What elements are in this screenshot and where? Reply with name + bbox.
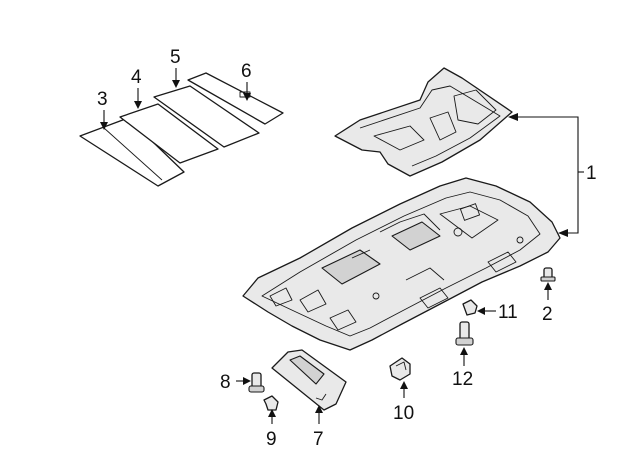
leader-3 xyxy=(100,110,108,130)
callout-9: 9 xyxy=(266,429,277,450)
clip-9 xyxy=(263,395,279,411)
callout-6: 6 xyxy=(241,61,252,82)
leader-10 xyxy=(400,381,408,398)
callout-2: 2 xyxy=(542,304,553,325)
leader-7 xyxy=(315,405,323,424)
clip-11 xyxy=(462,299,478,316)
leader-5 xyxy=(172,68,180,88)
callout-8: 8 xyxy=(220,372,231,393)
screw-8 xyxy=(248,372,265,393)
leader-12 xyxy=(460,347,468,366)
leader-9 xyxy=(268,409,276,424)
leader-6 xyxy=(243,82,251,101)
callout-3: 3 xyxy=(97,89,108,110)
callout-11: 11 xyxy=(498,302,518,323)
pad-4 xyxy=(119,103,219,164)
screw-12 xyxy=(455,321,474,346)
headliner-insulator xyxy=(334,67,513,177)
retainer-2 xyxy=(540,267,556,282)
headliner-panel xyxy=(242,177,561,351)
callout-10: 10 xyxy=(393,403,414,424)
callout-7: 7 xyxy=(313,429,324,450)
leader-4 xyxy=(134,88,142,109)
leader-8 xyxy=(236,377,251,385)
sun-visor xyxy=(271,349,347,411)
callout-1: 1 xyxy=(586,163,597,184)
leader-11 xyxy=(477,307,496,315)
leader-1 xyxy=(508,113,584,237)
bracket-10 xyxy=(389,357,411,381)
leader-2 xyxy=(544,282,552,300)
pad-5 xyxy=(153,85,260,148)
callout-4: 4 xyxy=(131,67,142,88)
pad-3 xyxy=(79,117,185,187)
callout-12: 12 xyxy=(452,369,473,390)
callout-5: 5 xyxy=(170,47,181,68)
